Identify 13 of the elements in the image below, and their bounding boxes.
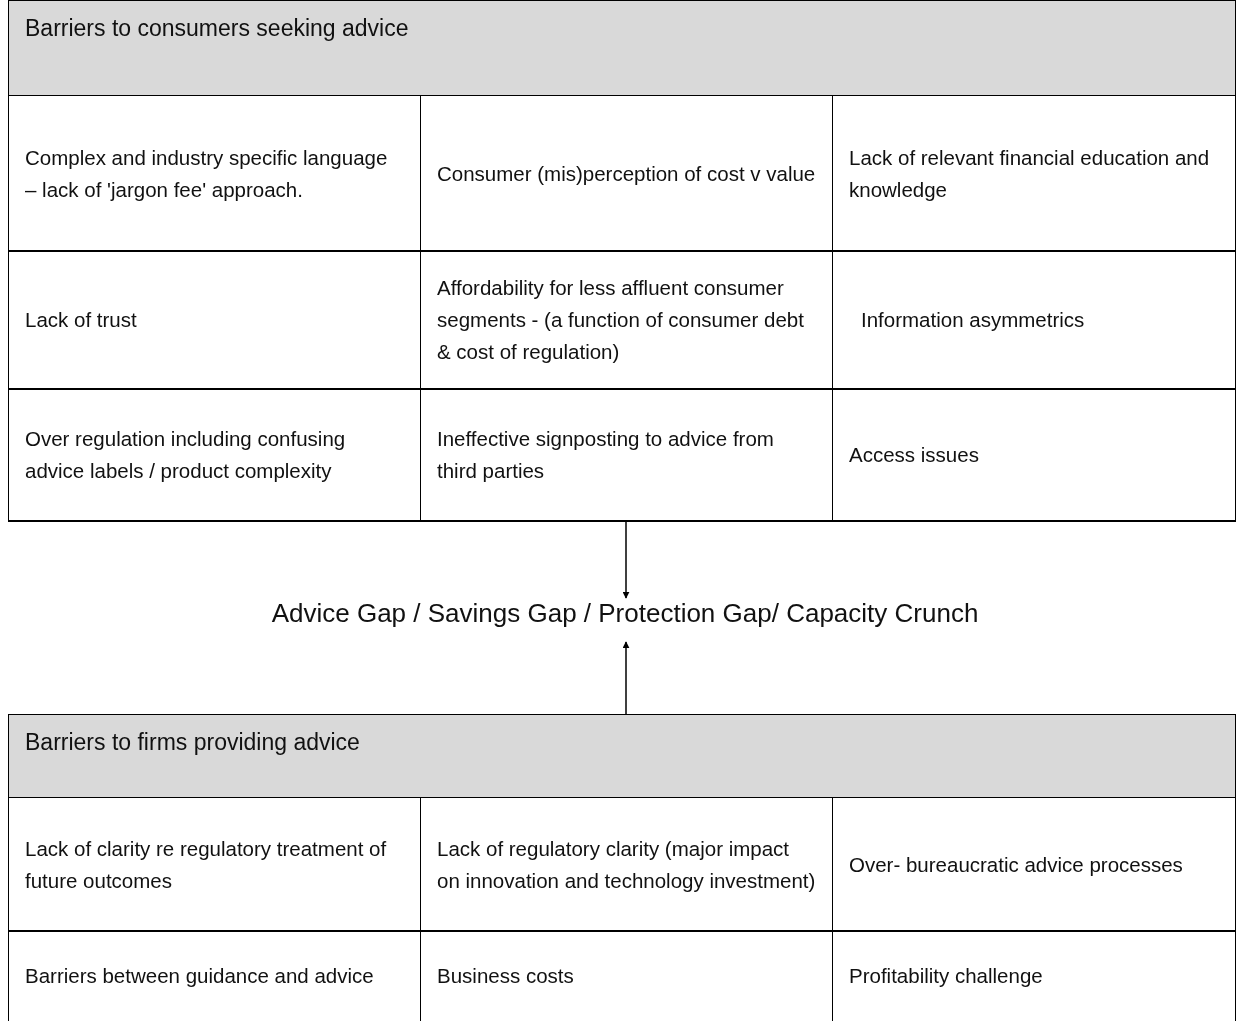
gap-statement: Advice Gap / Savings Gap / Protection Gap/ Capacity Crunch	[225, 598, 1025, 642]
barrier-cell: Affordability for less affluent consumer segments - (a function of consumer debt & cost of regulation)	[420, 250, 833, 390]
barrier-cell: Information asymmetrics	[832, 250, 1236, 390]
barrier-cell: Over regulation including confusing advice labels / product complexity	[8, 388, 421, 522]
barrier-cell: Lack of trust	[8, 250, 421, 390]
table-heading: Barriers to firms providing advice	[9, 715, 1235, 798]
arrow	[622, 520, 630, 599]
arrow	[622, 641, 630, 715]
barrier-table	[8, 0, 1236, 521]
barrier-table	[8, 714, 1236, 1021]
barrier-cell: Ineffective signposting to advice from third parties	[420, 388, 833, 522]
table-heading: Barriers to consumers seeking advice	[9, 1, 1235, 96]
barrier-cell: Access issues	[832, 388, 1236, 522]
